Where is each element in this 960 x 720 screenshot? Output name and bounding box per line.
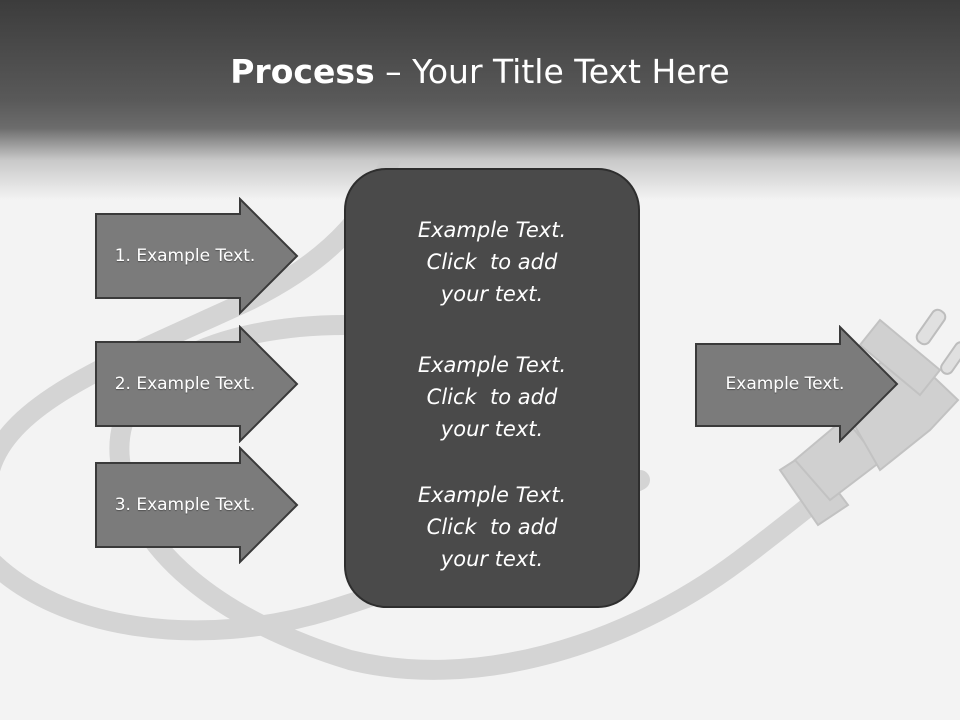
arrow-shape bbox=[695, 325, 899, 443]
process-text-block-1: Example Text. Click to add your text. bbox=[417, 218, 567, 306]
input-arrow-1: 1. Example Text. bbox=[94, 197, 300, 315]
slide-title: Process – Your Title Text Here bbox=[0, 52, 960, 91]
input-arrow-3-label: 3. Example Text. bbox=[114, 495, 256, 515]
output-arrow-label: Example Text. bbox=[725, 374, 845, 394]
title-regular-part: – Your Title Text Here bbox=[374, 52, 730, 91]
input-arrow-1-label: 1. Example Text. bbox=[114, 246, 256, 266]
input-arrow-2-label: 2. Example Text. bbox=[114, 374, 256, 394]
process-text-block-3: Example Text. Click to add your text. bbox=[417, 483, 567, 571]
arrow-shape bbox=[95, 325, 299, 443]
input-arrow-3: 3. Example Text. bbox=[94, 446, 300, 564]
title-bold-part: Process bbox=[230, 52, 375, 91]
process-box: Example Text. Click to add your text. Ex… bbox=[344, 168, 640, 608]
input-arrow-2: 2. Example Text. bbox=[94, 325, 300, 443]
output-arrow: Example Text. bbox=[694, 325, 900, 443]
arrow-shape bbox=[95, 446, 299, 564]
arrow-shape bbox=[95, 197, 299, 315]
process-text-block-2: Example Text. Click to add your text. bbox=[417, 353, 567, 441]
title-banner bbox=[0, 0, 960, 200]
